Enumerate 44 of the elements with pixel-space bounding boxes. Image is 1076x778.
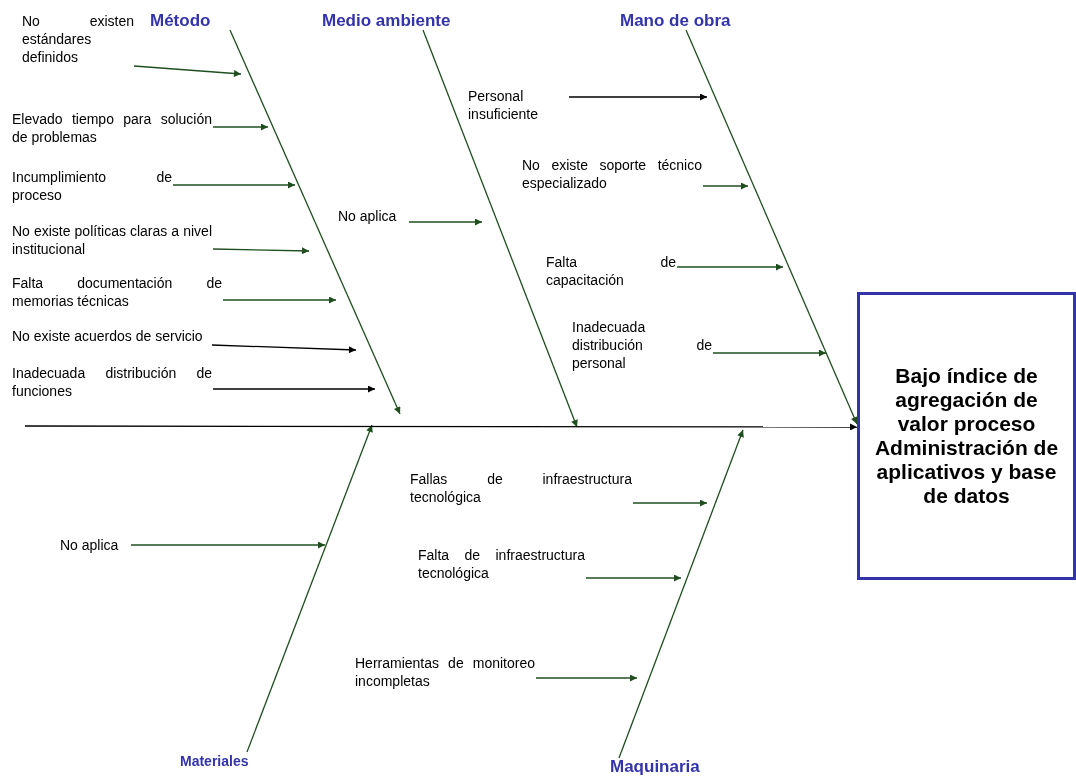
cause-text: Falta documentación de memorias técnicas <box>12 274 222 310</box>
effect-box: Bajo índice de agregación de valor proceso Administración de aplicativos y base de datos <box>857 292 1076 580</box>
category-heading: Medio ambiente <box>322 12 482 30</box>
cause-text: Inadecuada distribución de personal <box>572 318 712 372</box>
arrow <box>212 385 376 393</box>
category-heading: Materiales <box>180 752 270 770</box>
arrow <box>212 123 269 131</box>
arrow <box>712 349 827 357</box>
cause-text: No existen estándares definidos <box>22 12 134 66</box>
arrow <box>632 499 708 507</box>
cause-text: Incumplimiento de proceso <box>12 168 172 204</box>
cause-text: No existe soporte técnico especializado <box>522 156 702 192</box>
arrow <box>133 65 242 77</box>
cause-text: Fallas de infraestructura tecnológica <box>410 470 632 506</box>
arrow <box>211 344 357 354</box>
category-heading: Maquinaria <box>610 758 730 776</box>
arrow <box>568 93 708 101</box>
bone-arrow <box>685 29 858 425</box>
cause-text: No existe acuerdos de servicio <box>12 327 212 345</box>
arrow <box>130 541 326 549</box>
bone-arrow <box>229 29 401 415</box>
cause-text: No aplica <box>60 536 130 554</box>
cause-text: Falta de infraestructura tecnológica <box>418 546 585 582</box>
arrow <box>535 674 638 682</box>
cause-text: Inadecuada distribución de funciones <box>12 364 212 400</box>
arrow <box>585 574 682 582</box>
arrow <box>702 182 749 190</box>
cause-text: Herramientas de monitoreo incompletas <box>355 654 535 690</box>
spine-arrow <box>24 423 858 431</box>
bone-arrow <box>422 29 578 428</box>
arrow <box>676 263 784 271</box>
cause-text: No aplica <box>338 207 408 225</box>
cause-text: Elevado tiempo para solución de problemas <box>12 110 212 146</box>
category-heading: Método <box>150 12 230 30</box>
cause-text: No existe políticas claras a nivel institucional <box>12 222 212 258</box>
arrow <box>172 181 296 189</box>
cause-text: Falta de capacitación <box>546 253 676 289</box>
bone-arrow <box>618 429 744 759</box>
category-heading: Mano de obra <box>620 12 740 30</box>
arrow <box>222 296 337 304</box>
bone-arrow <box>246 424 373 753</box>
cause-text: Personal insuficiente <box>468 87 568 123</box>
arrow <box>408 218 483 226</box>
arrow <box>212 247 310 255</box>
